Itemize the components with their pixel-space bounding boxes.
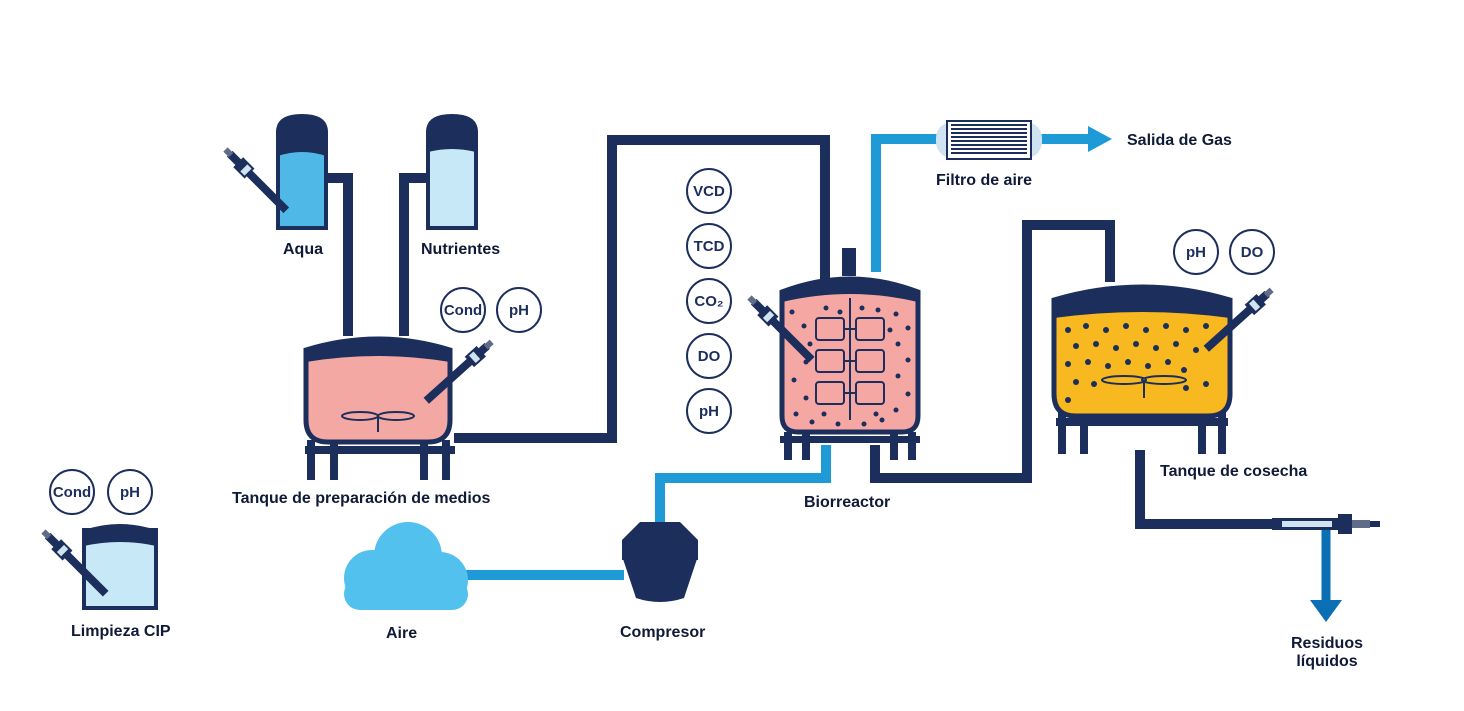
waste-inline-probe xyxy=(1272,514,1380,534)
label-compresor: Compresor xyxy=(620,624,706,641)
sensor-badge-cip-cond: Cond xyxy=(49,469,95,515)
bioreactor xyxy=(779,248,921,460)
cip-tank xyxy=(82,524,158,610)
sensor-badge-bioreactor-do: DO xyxy=(686,333,732,379)
label-residuos-line2: líquidos xyxy=(1296,653,1358,670)
label-biorreactor: Biorreactor xyxy=(804,494,891,511)
sensor-badge-bioreactor-vcd: VCD xyxy=(686,168,732,214)
label-residuos: Residuos líquidos xyxy=(1290,635,1364,671)
label-salida: Salida de Gas xyxy=(1127,132,1232,149)
sensor-badge-bioreactor-ph: pH xyxy=(686,388,732,434)
sensor-badge-bioreactor-tcd: TCD xyxy=(686,223,732,269)
label-filtro: Filtro de aire xyxy=(936,172,1033,189)
bioreactor-probe xyxy=(747,295,815,363)
cip-probe xyxy=(41,529,109,597)
sensor-badge-harvest-do: DO xyxy=(1229,229,1275,275)
label-aire: Aire xyxy=(386,625,418,642)
navy-pipes xyxy=(318,135,1275,529)
aqua-probe xyxy=(223,147,290,214)
label-harvest-tank: Tanque de cosecha xyxy=(1160,463,1308,480)
label-residuos-line1: Residuos xyxy=(1290,635,1363,652)
media-tank-probe xyxy=(423,339,494,404)
pipe-nutrients-to-media xyxy=(399,173,428,336)
pipe-bioreactor-to-filter xyxy=(871,134,938,272)
air-pipes xyxy=(460,134,1092,580)
label-media-tank: Tanque de preparación de medios xyxy=(232,490,491,507)
gas-outlet-arrow-icon xyxy=(1088,126,1112,152)
label-cip: Limpieza CIP xyxy=(71,623,171,640)
harvest-tank-probe xyxy=(1203,287,1274,352)
label-aqua: Aqua xyxy=(283,241,323,258)
sensor-badge-cip-ph: pH xyxy=(107,469,153,515)
waste-arrow-icon xyxy=(1310,600,1342,622)
sensor-badge-media-cond: Cond xyxy=(440,287,486,333)
pipe-media-to-bioreactor xyxy=(454,135,830,443)
compressor-icon xyxy=(622,522,698,602)
air-filter xyxy=(936,120,1042,160)
nutrients-tank xyxy=(426,113,478,230)
pipe-bioreactor-to-harvest xyxy=(870,220,1115,483)
sensor-badge-bioreactor-co2: CO₂ xyxy=(686,278,732,324)
media-tank xyxy=(303,336,455,480)
pipe-harvest-to-waste xyxy=(1135,450,1275,529)
pipe-compressor-to-bioreactor xyxy=(655,445,831,524)
aqua-tank xyxy=(276,113,328,230)
air-cloud-icon xyxy=(344,522,468,610)
harvest-tank xyxy=(1051,284,1233,454)
sensor-badge-media-ph: pH xyxy=(496,287,542,333)
sensor-badge-harvest-ph: pH xyxy=(1173,229,1219,275)
label-nutrientes: Nutrientes xyxy=(421,241,501,258)
